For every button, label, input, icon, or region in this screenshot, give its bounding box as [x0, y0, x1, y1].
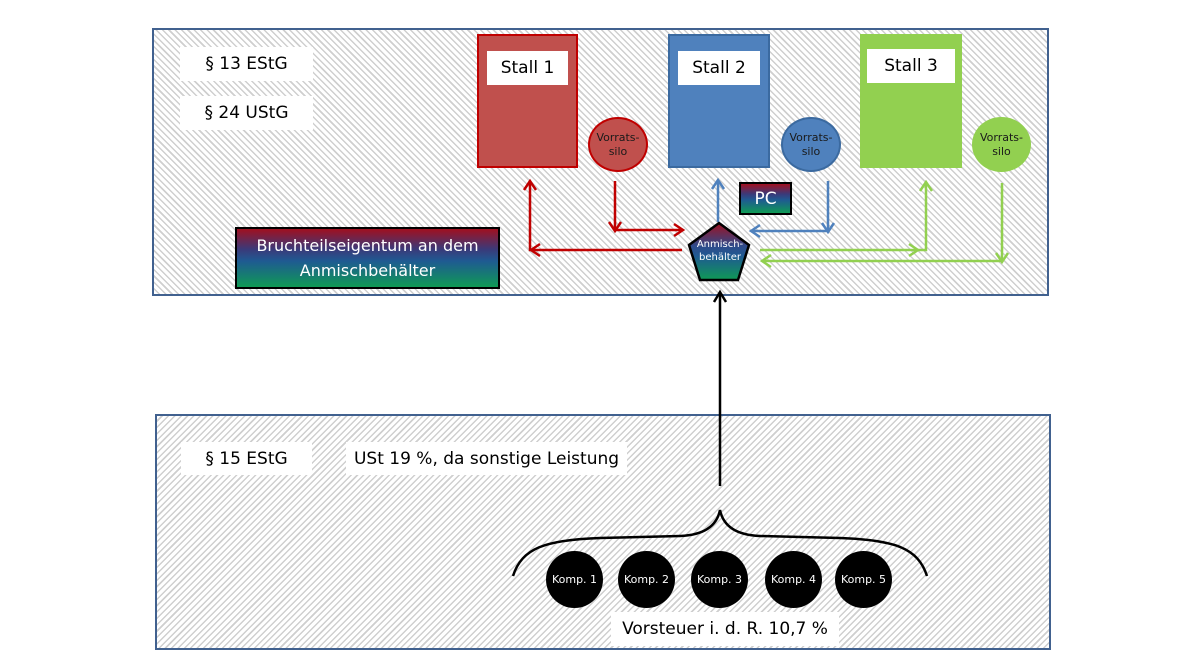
red-flow — [522, 178, 686, 258]
input-tax-label: Vorsteuer i. d. R. 10,7 % — [611, 612, 839, 646]
red-arrow-silo1-to-mixer — [613, 181, 683, 232]
supply-arrow — [712, 289, 728, 486]
mixer-pentagon — [687, 221, 751, 282]
red-arrow-mixer-to-stall1 — [528, 182, 682, 252]
component-5: Komp. 5 — [835, 551, 892, 608]
blue-arrowhead-stall2 — [710, 177, 726, 190]
component-3: Komp. 3 — [691, 551, 748, 608]
green-arrowhead-silo-down — [994, 252, 1010, 265]
green-arrowhead-right — [908, 242, 921, 258]
red-arrowhead-stall1 — [522, 178, 538, 191]
component-2: Komp. 2 — [618, 551, 675, 608]
label-vat-19: USt 19 %, da sonstige Leistung — [346, 442, 627, 475]
blue-arrowhead-mixer — [748, 223, 761, 239]
blue-arrowhead-silo-down — [820, 222, 836, 235]
stall-1-label: Stall 1 — [487, 51, 568, 85]
stall-3: Stall 3 — [860, 34, 962, 168]
blue-flow — [710, 177, 836, 239]
blue-arrow-silo2-to-mixer — [751, 181, 830, 233]
component-1: Komp. 1 — [546, 551, 603, 608]
red-arrowhead-silo-down — [607, 221, 623, 234]
curly-brace — [511, 509, 929, 577]
storage-silo-3: Vorrats- silo — [972, 117, 1031, 172]
stall-3-label: Stall 3 — [867, 49, 955, 83]
fractional-ownership-box: Bruchteilseigentum an dem Anmischbehälte… — [235, 227, 500, 289]
red-arrowhead-left — [528, 242, 541, 258]
green-arrow-mixer-to-stall3 — [760, 183, 928, 252]
stall-2-label: Stall 2 — [678, 51, 760, 85]
label-estg-15: § 15 EStG — [181, 442, 312, 475]
label-ustg-24: § 24 UStG — [180, 96, 313, 130]
green-flow — [759, 179, 1010, 269]
storage-silo-2: Vorrats- silo — [781, 117, 841, 172]
stall-2: Stall 2 — [668, 34, 770, 168]
component-4: Komp. 4 — [765, 551, 822, 608]
supply-arrowhead — [712, 289, 728, 303]
red-arrowhead-mixer — [673, 222, 686, 238]
pc-box: PC — [739, 182, 792, 215]
ownership-line-1: Bruchteilseigentum an dem — [256, 236, 479, 255]
green-arrowhead-mixer — [759, 253, 772, 269]
storage-silo-1: Vorrats- silo — [588, 117, 648, 172]
label-estg-13: § 13 EStG — [180, 47, 313, 81]
stall-1: Stall 1 — [477, 34, 578, 168]
green-arrowhead-stall3 — [918, 179, 934, 192]
ownership-line-2: Anmischbehälter — [299, 261, 436, 280]
mixer-label: Anmisch- behälter — [696, 239, 744, 263]
